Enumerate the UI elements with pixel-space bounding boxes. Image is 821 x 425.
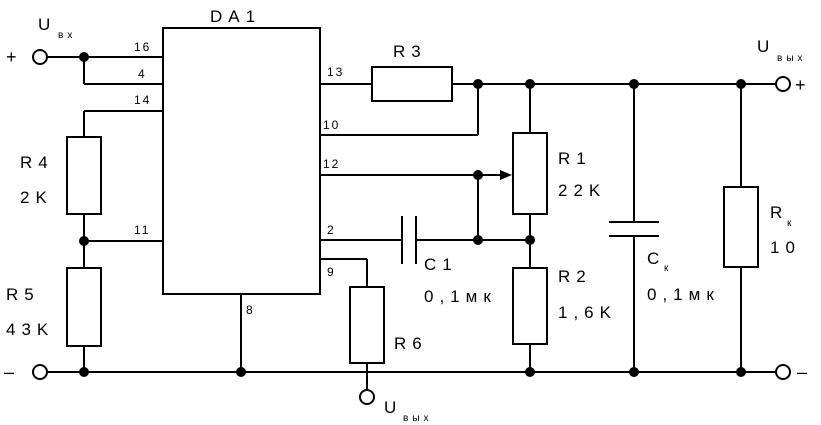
- output-plus-sign: +: [795, 75, 806, 95]
- r5-name: R5: [6, 285, 40, 304]
- pin-11-label: 11: [134, 223, 150, 237]
- resistor-rk: [723, 186, 759, 268]
- resistor-r2: [512, 267, 548, 345]
- output-voltage-sub: вых: [777, 53, 807, 64]
- resistor-r5: [66, 267, 102, 347]
- output-bottom-terminal: [359, 389, 375, 405]
- c1-value: 0,1мк: [424, 287, 497, 306]
- wires: [48, 56, 775, 389]
- pin-16-label: 16: [134, 40, 151, 54]
- ic-name-label: DA1: [210, 7, 261, 26]
- r1-name: R1: [558, 149, 592, 168]
- pin-14-label: 14: [134, 93, 151, 107]
- junction-dots: [79, 52, 746, 377]
- input-plus-sign: +: [6, 47, 17, 67]
- rk-sub: к: [787, 218, 795, 229]
- pin-8-label: 8: [246, 303, 255, 317]
- output-minus-sign: –: [797, 362, 807, 382]
- pin-2-label: 2: [327, 223, 336, 237]
- input-minus-sign: –: [4, 362, 14, 382]
- input-plus-terminal: [32, 49, 48, 65]
- rk-name: R: [770, 203, 788, 222]
- r2-value: 1,6K: [558, 303, 617, 322]
- rk-value: 10: [770, 238, 801, 257]
- input-voltage-label: U: [38, 15, 56, 34]
- r5-value: 43K: [6, 320, 54, 339]
- ck-value: 0,1мк: [647, 285, 720, 304]
- capacitor-c1: [401, 216, 417, 264]
- pin-13-label: 13: [327, 65, 344, 79]
- output-bottom-voltage-sub: вых: [403, 413, 433, 424]
- r2-name: R2: [558, 267, 592, 286]
- resistor-r1: [512, 132, 548, 215]
- capacitor-ck: [609, 221, 659, 237]
- resistor-r3: [371, 66, 453, 102]
- ic-da1: [162, 27, 321, 295]
- r1-value: 22K: [558, 181, 606, 200]
- input-voltage-sub: вх: [58, 30, 76, 41]
- input-minus-terminal: [32, 364, 48, 380]
- output-bottom-voltage-label: U: [384, 398, 402, 417]
- c1-name: C1: [424, 255, 458, 274]
- ck-sub: к: [664, 263, 672, 274]
- resistor-r4: [66, 136, 102, 215]
- resistor-r6: [349, 286, 385, 364]
- pin-9-label: 9: [327, 265, 336, 279]
- ck-name: C: [647, 249, 665, 268]
- r4-value: 2K: [20, 188, 53, 207]
- pin-10-label: 10: [323, 118, 340, 132]
- r4-name: R4: [20, 153, 54, 172]
- output-plus-terminal: [775, 76, 791, 92]
- r6-name: R6: [394, 334, 428, 353]
- output-voltage-label: U: [757, 37, 775, 56]
- r3-name: R3: [393, 42, 427, 61]
- pin-12-label: 12: [323, 157, 340, 171]
- pin-4-label: 4: [138, 67, 147, 81]
- output-minus-terminal: [775, 364, 791, 380]
